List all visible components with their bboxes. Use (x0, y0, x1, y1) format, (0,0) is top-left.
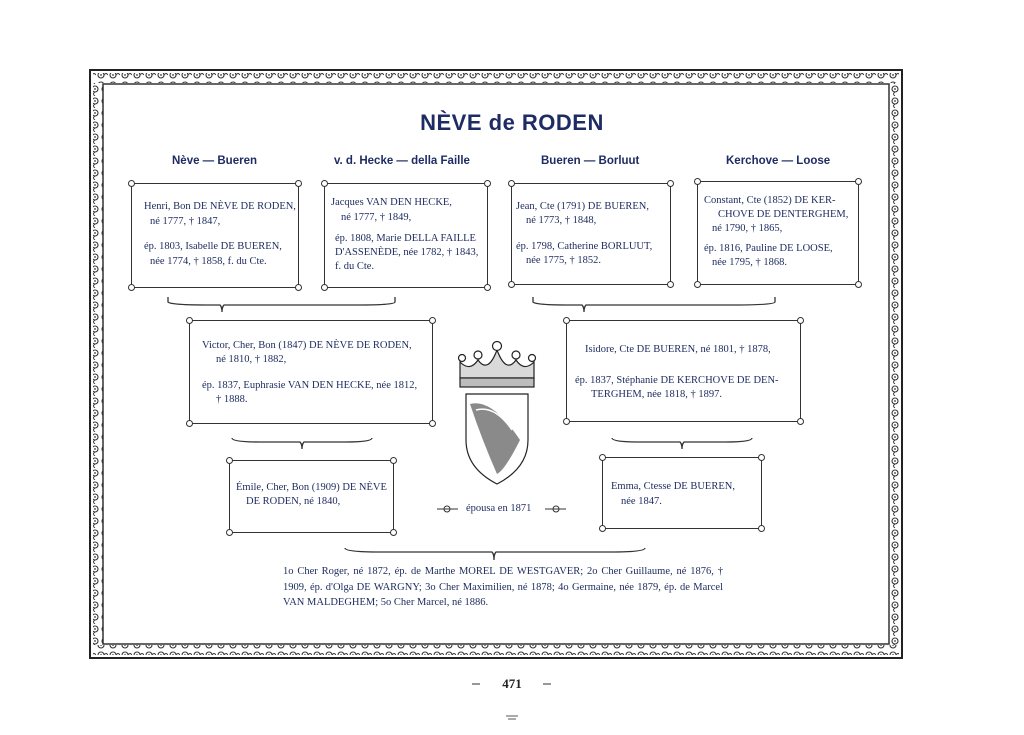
person-box-henri: Henri, Bon DE NÈVE DE RODEN, né 1777, † … (128, 180, 302, 291)
entry-line: né 1773, † 1848, (526, 215, 597, 226)
entry-line: D'ASSENÈDE, née 1782, † 1843, (335, 247, 479, 258)
entry-line: Emma, Ctesse DE BUEREN, (611, 481, 735, 492)
entry-line: Victor, Cher, Bon (1847) DE NÈVE DE RODE… (202, 340, 412, 351)
entry-line: Émile, Cher, Bon (1909) DE NÈVE (236, 482, 387, 493)
connector-brace-gen3-left (231, 437, 373, 450)
entry-line: ép. 1798, Catherine BORLUUT, (516, 241, 653, 252)
person-box-jacques: Jacques VAN DEN HECKE, né 1777, † 1849, … (321, 180, 491, 291)
page-title: NÈVE de RODEN (420, 110, 604, 135)
entry-line: TERGHEM, née 1818, † 1897. (591, 389, 722, 400)
married-ornament-right (545, 505, 566, 513)
entry-line: Jean, Cte (1791) DE BUEREN, (516, 201, 649, 212)
coat-of-arms (457, 340, 537, 485)
entry-line: née 1847. (621, 496, 662, 507)
connector-brace-children (344, 547, 646, 561)
married-ornament-left (437, 505, 458, 513)
person-box-isidore: Isidore, Cte DE BUEREN, né 1801, † 1878,… (563, 317, 804, 425)
connector-brace-left (167, 297, 396, 313)
person-box-victor: Victor, Cher, Bon (1847) DE NÈVE DE RODE… (186, 317, 436, 427)
entry-line: née 1795, † 1868. (712, 257, 787, 268)
married-label: épousa en 1871 (466, 503, 531, 514)
entry-line: † 1888. (216, 394, 248, 405)
connector-brace-right (532, 297, 776, 313)
entry-line: Constant, Cte (1852) DE KER- (704, 195, 836, 206)
entry-line: DE RODEN, né 1840, (246, 496, 341, 507)
person-box-emma: Emma, Ctesse DE BUEREN, née 1847. (599, 454, 765, 532)
entry-line: né 1777, † 1847, (150, 216, 221, 227)
entry-line: née 1774, † 1858, f. du Cte. (150, 256, 267, 267)
column-heading-3: Bueren — Borluut (541, 155, 640, 167)
person-box-jean: Jean, Cte (1791) DE BUEREN, né 1773, † 1… (508, 180, 674, 288)
entry-line: ép. 1837, Euphrasie VAN DEN HECKE, née 1… (202, 380, 418, 391)
entry-line: f. du Cte. (335, 261, 375, 272)
entry-line: né 1777, † 1849, (341, 212, 412, 223)
children-paragraph: 1o Cher Roger, né 1872, ép. de Marthe MO… (283, 566, 723, 608)
entry-line: ép. 1816, Pauline DE LOOSE, (704, 243, 833, 254)
printer-mark (506, 715, 518, 720)
entry-line: Isidore, Cte DE BUEREN, né 1801, † 1878, (585, 344, 771, 355)
column-heading-1: Nève — Bueren (172, 155, 258, 167)
person-box-constant: Constant, Cte (1852) DE KER- CHOVE DE DE… (694, 178, 862, 288)
page-number: 471 (502, 676, 522, 691)
entry-line: né 1790, † 1865, (712, 223, 783, 234)
entry-line: Jacques VAN DEN HECKE, (331, 197, 452, 208)
connector-brace-gen3-right (611, 437, 753, 450)
entry-line: CHOVE DE DENTERGHEM, (718, 209, 849, 220)
entry-line: Henri, Bon DE NÈVE DE RODEN, (144, 201, 296, 212)
column-heading-2: v. d. Hecke — della Faille (334, 155, 470, 167)
column-heading-4: Kerchove — Loose (726, 155, 831, 167)
person-box-emile: Émile, Cher, Bon (1909) DE NÈVE DE RODEN… (226, 457, 397, 536)
entry-line: ép. 1803, Isabelle DE BUEREN, (144, 241, 282, 252)
entry-line: ép. 1837, Stéphanie DE KERCHOVE DE DEN- (575, 375, 779, 386)
entry-line: née 1775, † 1852. (526, 255, 601, 266)
entry-line: ép. 1808, Marie DELLA FAILLE (335, 233, 476, 244)
married-text: épousa en 1871 (466, 503, 532, 514)
entry-line: né 1810, † 1882, (216, 354, 287, 365)
